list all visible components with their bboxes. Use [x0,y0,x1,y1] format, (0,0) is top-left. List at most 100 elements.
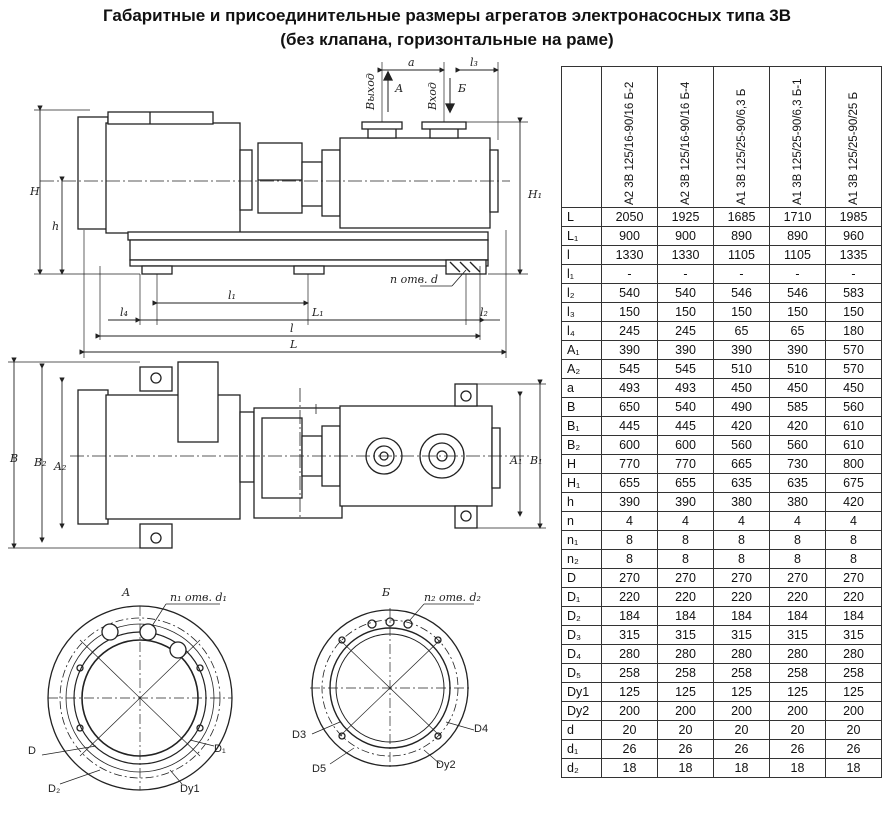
param-value: 150 [601,302,658,322]
top-view-labels: B B₂ A₂ A₁ B₁ [9,452,543,473]
param-value: 258 [601,663,658,683]
param-value: 26 [769,739,826,759]
label-l3: l₃ [470,56,478,69]
param-value: 1330 [601,245,658,265]
param-value: 8 [825,549,882,569]
label-l1: l₁ [228,289,236,302]
param-value: 125 [825,682,882,702]
param-name: d [561,720,602,740]
param-value: 8 [825,530,882,550]
param-value: 200 [713,701,770,721]
param-value: 1685 [713,207,770,227]
param-value: 220 [601,587,658,607]
param-value: 280 [825,644,882,664]
param-value: 583 [825,283,882,303]
param-name: Dу1 [561,682,602,702]
dimensions-table: А2 3В 125/16-90/16 Б-2 А2 3В 125/16-90/1… [561,66,882,778]
param-value: 258 [713,663,770,683]
param-value: 650 [601,397,658,417]
param-value: 2050 [601,207,658,227]
param-value: 1105 [713,245,770,265]
param-name: l₄ [561,321,602,341]
param-value: 610 [825,435,882,455]
view-a-title: А [121,586,130,599]
param-name: B [561,397,602,417]
label-D2: D₂ [48,783,60,795]
param-name: A₂ [561,359,602,379]
param-value: 18 [657,758,714,778]
param-name: l [561,245,602,265]
param-value: 1335 [825,245,882,265]
param-value: 20 [769,720,826,740]
model-header: А1 3В 125/25-90/6,3 Б-1 [769,66,826,208]
param-name: h [561,492,602,512]
label-Dy2: Dу2 [436,759,456,771]
label-L1: L₁ [311,306,324,319]
param-value: - [657,264,714,284]
view-b-title: Б [381,586,390,599]
param-value: 280 [769,644,826,664]
param-value: 8 [713,549,770,569]
param-value: 655 [657,473,714,493]
param-value: 546 [713,283,770,303]
label-Dy1: Dу1 [180,783,200,795]
param-value: 220 [825,587,882,607]
param-value: 20 [601,720,658,740]
label-D5: D5 [312,763,326,775]
param-value: 220 [657,587,714,607]
param-value: 900 [601,226,658,246]
param-value: 270 [769,568,826,588]
param-value: 420 [713,416,770,436]
param-value: 150 [657,302,714,322]
param-name: D₂ [561,606,602,626]
param-value: 26 [825,739,882,759]
param-value: 258 [825,663,882,683]
param-value: 610 [825,416,882,436]
param-value: 445 [657,416,714,436]
label-inlet: Вход [426,82,439,111]
param-value: 245 [601,321,658,341]
param-value: 4 [601,511,658,531]
param-value: 560 [769,435,826,455]
param-value: 445 [601,416,658,436]
param-value: 184 [657,606,714,626]
param-value: 184 [825,606,882,626]
param-value: 540 [601,283,658,303]
param-value: 900 [657,226,714,246]
param-name: L [561,207,602,227]
param-name: B₁ [561,416,602,436]
param-value: 770 [601,454,658,474]
side-view-labels: H h H₁ a l₃ А Б Выход Вход n отв. d l₁ L… [29,56,542,351]
param-value: 65 [713,321,770,341]
param-value: - [713,264,770,284]
label-D3: D3 [292,729,306,741]
label-B1: B₁ [529,454,543,467]
label-D4: D4 [474,723,488,735]
label-a: a [408,56,415,69]
param-name: d₂ [561,758,602,778]
label-n2-holes: n₂ отв. d₂ [424,591,481,604]
param-value: 18 [825,758,882,778]
param-value: 390 [601,340,658,360]
param-value: 18 [713,758,770,778]
param-value: 280 [713,644,770,664]
param-value: 220 [713,587,770,607]
